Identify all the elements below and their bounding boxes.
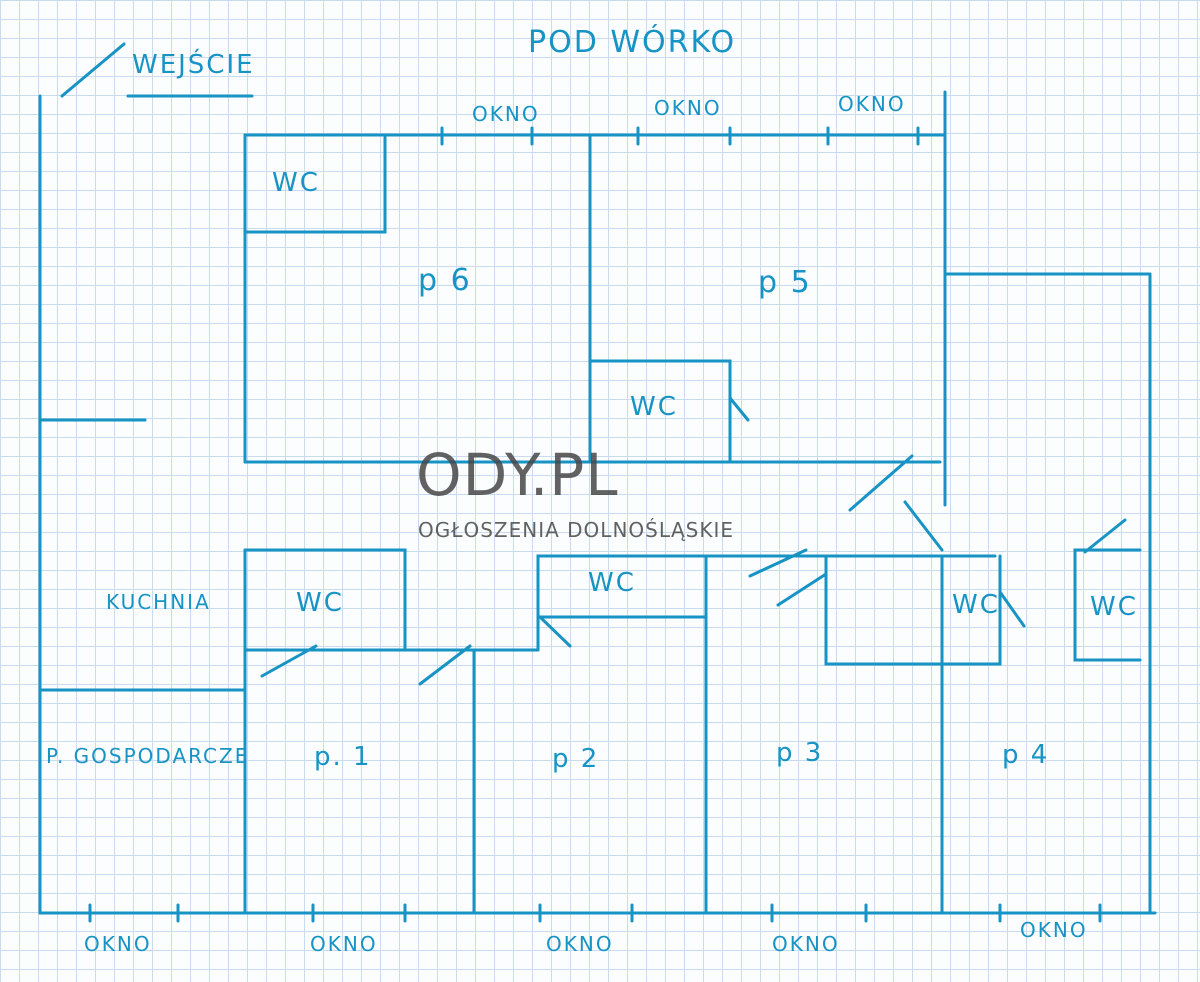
entrance-door-swing <box>60 42 126 98</box>
door-p3-b <box>776 572 828 607</box>
room-p6-label: p 6 <box>418 263 472 298</box>
wc-label-p3: WC <box>952 590 1000 620</box>
window-label-top-3: OKNO <box>838 92 906 116</box>
p4-door-diag <box>903 500 944 552</box>
kitchen-label: KUCHNIA <box>106 590 211 614</box>
wc-p2-door <box>538 615 572 648</box>
wc-label-center: WC <box>630 392 678 422</box>
watermark-brand: ODY.PL <box>416 441 619 509</box>
wc-p3-walls <box>824 554 1002 666</box>
wc-top-left-walls <box>243 133 387 234</box>
window-label-bottom-1: OKNO <box>84 932 152 956</box>
window-label-bottom-3: OKNO <box>546 932 614 956</box>
window-label-bottom-4: OKNO <box>772 932 840 956</box>
wc-label-top-left: WC <box>272 168 320 198</box>
wc-lower-left-walls <box>243 548 407 652</box>
window-label-top-1: OKNO <box>472 102 540 126</box>
wc-label-p2: WC <box>588 568 636 598</box>
room-p2-label: p 2 <box>552 744 600 774</box>
window-label-bottom-5: OKNO <box>1020 918 1088 942</box>
wc-far-right-walls <box>1073 548 1142 662</box>
window-marks-bottom <box>88 903 1102 923</box>
utility-room-label: P. GOSPODARCZE <box>46 744 250 768</box>
wc-far-right-door <box>1083 518 1127 554</box>
door-p2 <box>418 644 472 686</box>
door-p3-a <box>748 548 808 578</box>
right-door-swing <box>848 454 914 512</box>
wc-center-walls <box>588 359 732 464</box>
wc-center-door <box>728 396 750 422</box>
room-p1-label: p. 1 <box>314 742 372 772</box>
watermark-subtitle: OGŁOSZENIA DOLNOŚLĄSKIE <box>418 518 735 542</box>
window-label-bottom-2: OKNO <box>310 932 378 956</box>
window-label-top-2: OKNO <box>654 96 722 120</box>
yard-label: POD WÓRKO <box>528 25 737 60</box>
room-p3-label: p 3 <box>776 738 824 768</box>
window-marks-top <box>440 126 920 146</box>
room-p4-label: p 4 <box>1002 740 1050 770</box>
entrance-label: WEJŚCIE <box>132 50 255 80</box>
door-p1 <box>260 644 318 678</box>
room-p5-label: p 5 <box>758 265 812 300</box>
wc-label-far-right: WC <box>1090 592 1138 622</box>
wc-p4-door <box>998 590 1026 628</box>
wc-label-lower-left: WC <box>296 588 344 618</box>
